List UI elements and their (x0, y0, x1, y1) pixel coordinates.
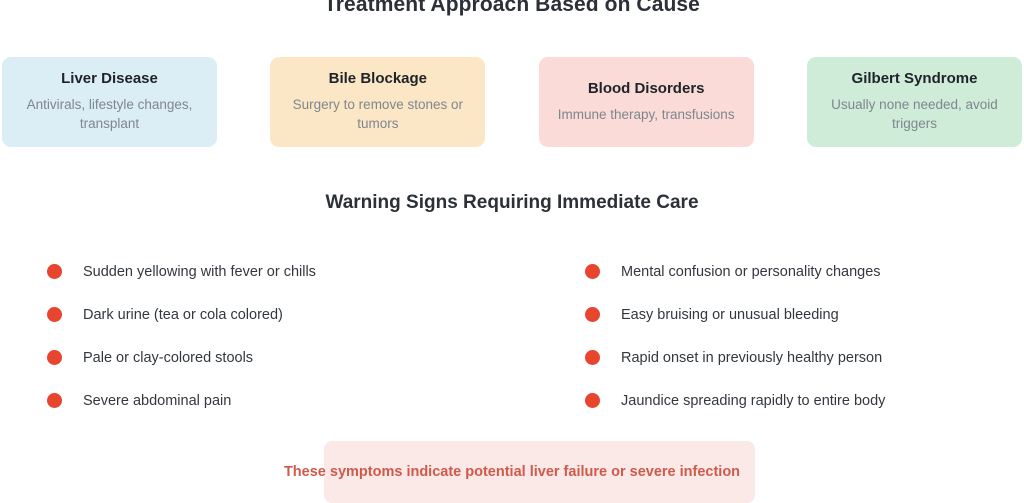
warning-sign-text: Easy bruising or unusual bleeding (621, 306, 839, 323)
list-item: Jaundice spreading rapidly to entire bod… (585, 379, 1024, 422)
list-item: Dark urine (tea or cola colored) (47, 293, 512, 336)
warning-sign-text: Sudden yellowing with fever or chills (83, 263, 316, 280)
warning-sign-text: Mental confusion or personality changes (621, 263, 881, 280)
list-item: Easy bruising or unusual bleeding (585, 293, 1024, 336)
list-item: Severe abdominal pain (47, 379, 512, 422)
treatment-card-description: Immune therapy, transfusions (557, 106, 735, 122)
treatment-card-title: Gilbert Syndrome (851, 70, 978, 87)
warning-sign-text: Pale or clay-colored stools (83, 349, 254, 366)
bullet-dot-icon (585, 350, 600, 365)
bullet-dot-icon (585, 393, 600, 408)
treatment-card-liver-disease: Liver Disease Antivirals, lifestyle chan… (2, 57, 217, 147)
bullet-dot-icon (585, 307, 600, 322)
footer-alert-banner (324, 441, 755, 503)
treatment-card-description: Antivirals, lifestyle changes, transplan… (26, 97, 193, 131)
bullet-dot-icon (585, 264, 600, 279)
bullet-dot-icon (47, 307, 62, 322)
treatment-card-title: Bile Blockage (328, 70, 428, 87)
bullet-dot-icon (47, 393, 62, 408)
bullet-dot-icon (47, 350, 62, 365)
warning-sign-text: Rapid onset in previously healthy person (621, 349, 883, 366)
warning-signs-left-column: Sudden yellowing with fever or chills Da… (0, 250, 512, 422)
treatment-card-title: Blood Disorders (587, 79, 705, 97)
warning-sign-text: Dark urine (tea or cola colored) (83, 306, 283, 323)
list-item: Pale or clay-colored stools (47, 336, 512, 379)
treatment-card-title: Liver Disease (61, 70, 158, 87)
page-title: Treatment Approach Based on Cause (324, 0, 700, 16)
warning-signs-columns: Sudden yellowing with fever or chills Da… (0, 250, 1024, 422)
warning-sign-text: Severe abdominal pain (83, 392, 232, 409)
list-item: Sudden yellowing with fever or chills (47, 250, 512, 293)
footer-alert-text: These symptoms indicate potential liver … (283, 464, 741, 480)
warning-sign-text: Jaundice spreading rapidly to entire bod… (621, 392, 886, 409)
list-item: Mental confusion or personality changes (585, 250, 1024, 293)
treatment-card-gilbert-syndrome: Gilbert Syndrome Usually none needed, av… (806, 57, 1022, 147)
treatment-card-description: Surgery to remove stones or tumors (292, 97, 463, 131)
treatment-card-description: Usually none needed, avoid triggers (831, 97, 998, 131)
treatment-cards-row: Liver Disease Antivirals, lifestyle chan… (2, 57, 1022, 147)
treatment-card-bile-blockage: Bile Blockage Surgery to remove stones o… (270, 57, 486, 147)
list-item: Rapid onset in previously healthy person (585, 336, 1024, 379)
treatment-card-blood-disorders: Blood Disorders Immune therapy, transfus… (538, 57, 754, 147)
warning-section-heading: Warning Signs Requiring Immediate Care (325, 192, 699, 213)
bullet-dot-icon (47, 264, 62, 279)
warning-signs-right-column: Mental confusion or personality changes … (512, 250, 1024, 422)
